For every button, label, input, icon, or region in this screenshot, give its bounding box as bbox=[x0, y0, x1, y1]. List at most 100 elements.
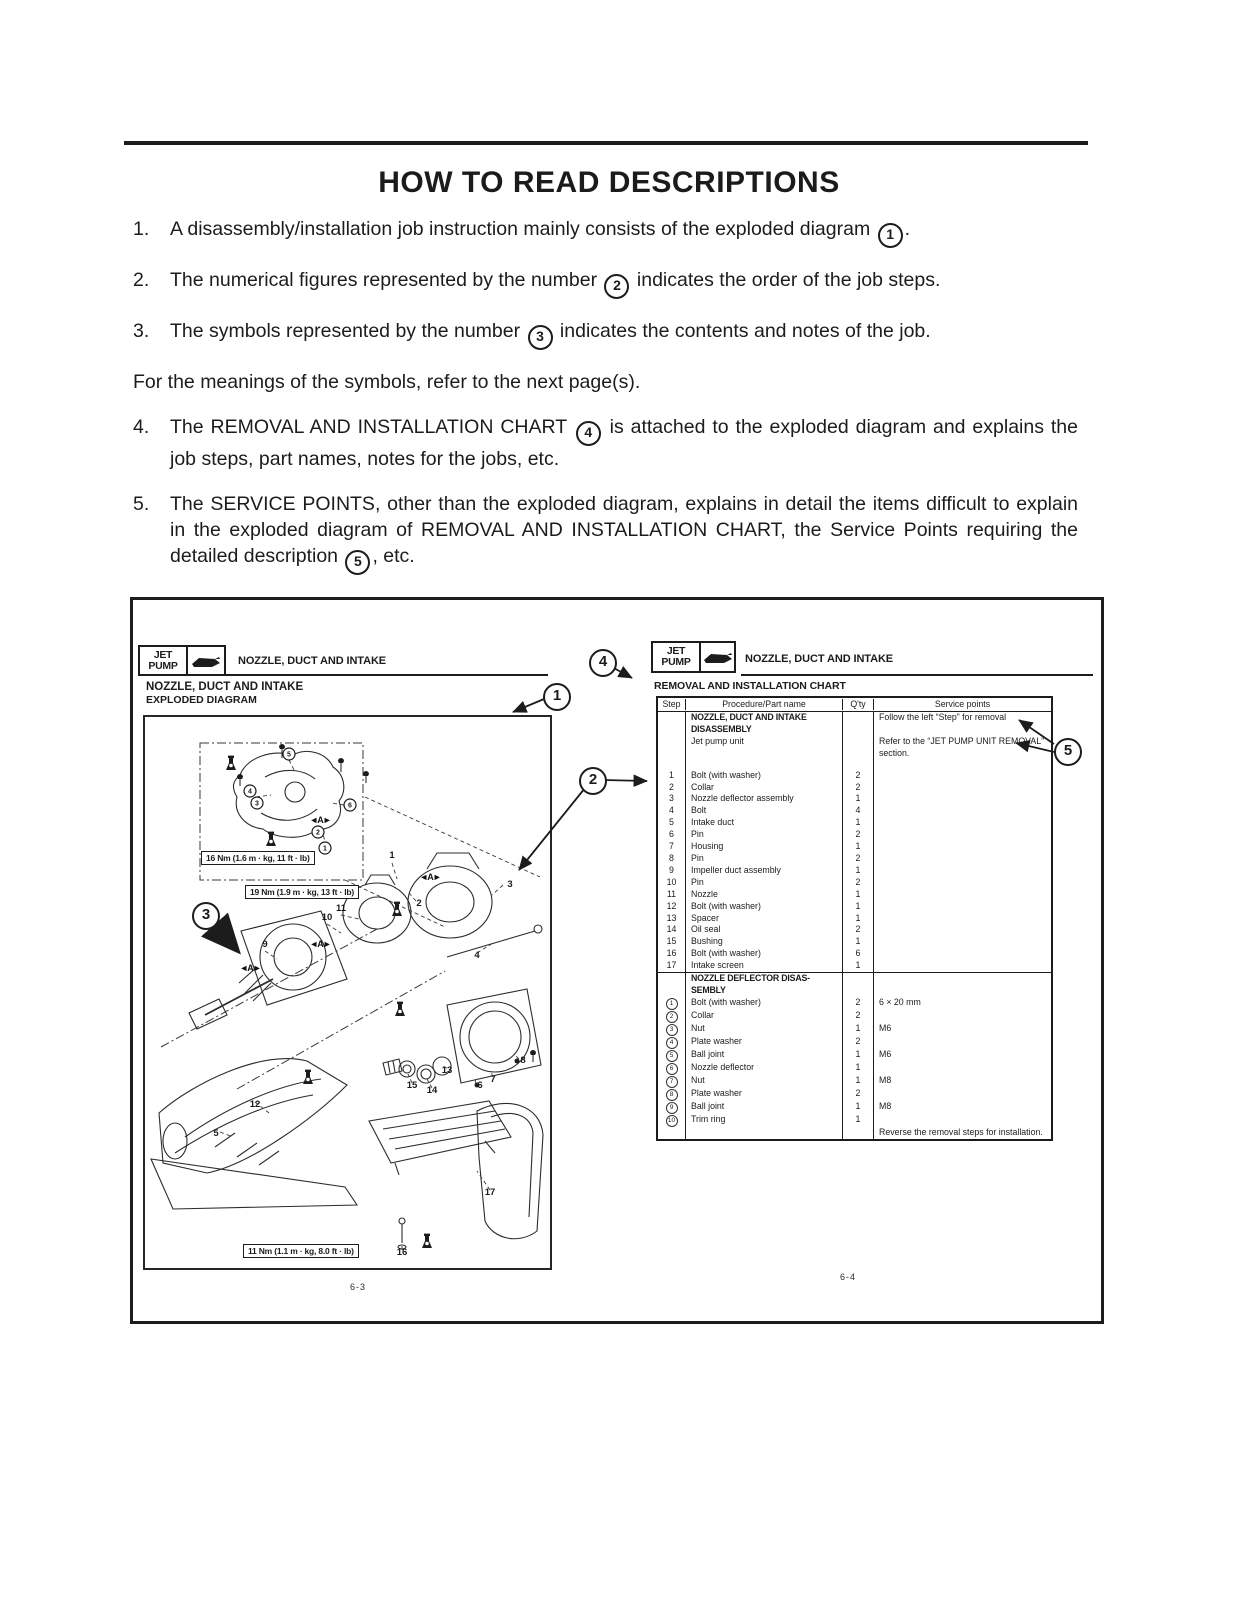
cell-step: 10 bbox=[658, 1113, 686, 1127]
cell-qty: 2 bbox=[843, 996, 874, 1010]
cell-service-points bbox=[874, 1036, 1051, 1049]
part-label-4: 4 bbox=[474, 950, 480, 961]
cell-step: 15 bbox=[658, 936, 686, 949]
right-page-number: 6-4 bbox=[839, 1272, 856, 1282]
cell-step: 7 bbox=[658, 841, 686, 853]
cell-service-points bbox=[874, 829, 1051, 841]
cell-part-name: Nozzle deflector bbox=[686, 1061, 843, 1075]
left-header-rule bbox=[221, 674, 548, 676]
cell-part-name: Plate washer bbox=[686, 1087, 843, 1101]
cell-qty bbox=[843, 973, 874, 997]
item-number: 5. bbox=[133, 493, 150, 515]
logo-line2: PUMP bbox=[148, 659, 178, 672]
chart-header-row: Step Procedure/Part name Q'ty Service po… bbox=[658, 698, 1051, 712]
bolt-glyph bbox=[237, 774, 243, 786]
cell-step: 7 bbox=[658, 1074, 686, 1088]
cell-qty: 2 bbox=[843, 769, 874, 782]
cell-step: 10 bbox=[658, 876, 686, 889]
item-number: 1. bbox=[133, 218, 150, 240]
cell-service-points bbox=[874, 901, 1051, 913]
cell-service-points bbox=[874, 841, 1051, 853]
item-number: 4. bbox=[133, 416, 150, 438]
top-rule bbox=[124, 141, 1088, 145]
chart-title: REMOVAL AND INSTALLATION CHART bbox=[654, 680, 846, 692]
cell-qty: 2 bbox=[843, 1087, 874, 1101]
adhesive-flask-icon bbox=[226, 755, 236, 770]
instruction-item: 3.The symbols represented by the number … bbox=[133, 318, 1078, 350]
instruction-item: 1.A disassembly/installation job instruc… bbox=[133, 216, 1078, 248]
cell-part-name: Collar bbox=[686, 1009, 843, 1023]
part-label-9: 9 bbox=[262, 939, 267, 950]
cell-part-name: Bolt (with washer) bbox=[686, 996, 843, 1010]
cell-service-points bbox=[874, 973, 1051, 997]
torque-spec: 19 Nm (1.9 m · kg, 13 ft · lb) bbox=[245, 885, 360, 899]
cell-part-name: Spacer bbox=[686, 912, 843, 925]
cell-part-name: Jet pump unit bbox=[686, 735, 843, 760]
page-title: HOW TO READ DESCRIPTIONS bbox=[378, 166, 840, 199]
circled-number-4: 4 bbox=[575, 421, 601, 446]
cell-service-points: M6 bbox=[879, 1022, 892, 1033]
cell-qty bbox=[843, 759, 874, 770]
jet-pump-icon bbox=[188, 647, 224, 674]
cell-step: 1 bbox=[658, 769, 686, 782]
cell-step: 5 bbox=[658, 1048, 686, 1062]
svg-text:2: 2 bbox=[316, 830, 320, 837]
figure-box: JET PUMP NOZZLE, DUCT AND INTAKE NOZZLE,… bbox=[130, 597, 1104, 1324]
cell-part-name bbox=[686, 1126, 843, 1139]
cell-part-name: Pin bbox=[686, 876, 843, 889]
svg-text:4: 4 bbox=[248, 789, 252, 796]
cell-step: 8 bbox=[658, 852, 686, 865]
svg-text:3: 3 bbox=[255, 801, 259, 808]
circled-number-5: 5 bbox=[345, 550, 371, 575]
cell-qty: 1 bbox=[843, 1113, 874, 1127]
cell-qty: 1 bbox=[843, 841, 874, 853]
circled-part-label-3: 3 bbox=[250, 796, 264, 810]
right-section-title: NOZZLE, DUCT AND INTAKE bbox=[745, 653, 894, 665]
cell-qty: 6 bbox=[843, 948, 874, 961]
logo-line1: JET bbox=[666, 645, 686, 657]
cell-service-points bbox=[874, 1062, 1051, 1075]
svg-text:5: 5 bbox=[287, 752, 291, 759]
torque-spec: 16 Nm (1.6 m · kg, 11 ft · lb) bbox=[201, 851, 315, 865]
cell-qty: 1 bbox=[843, 1048, 874, 1062]
cell-part-name: NOZZLE, DUCT AND INTAKE DISASSEMBLY bbox=[686, 712, 843, 736]
cell-part-name: Bolt (with washer) bbox=[686, 769, 843, 782]
cell-service-points bbox=[874, 1010, 1051, 1023]
svg-text:1: 1 bbox=[323, 846, 327, 853]
item-number: 3. bbox=[133, 320, 150, 342]
cell-qty: 1 bbox=[843, 936, 874, 949]
adhesive-flask-icon bbox=[266, 831, 276, 846]
jet-pump-logo-left: JET PUMP bbox=[138, 645, 226, 676]
cell-part-name: Ball joint bbox=[686, 1100, 843, 1114]
part-label-7: 7 bbox=[490, 1074, 495, 1085]
cell-service-points bbox=[874, 760, 1051, 770]
cell-service-points bbox=[874, 805, 1051, 817]
circled-part-label-5: 5 bbox=[282, 747, 296, 761]
callout-circle-1: 1 bbox=[543, 683, 571, 711]
cell-part-name: Intake duct bbox=[686, 817, 843, 830]
instruction-item: 5.The SERVICE POINTS, other than the exp… bbox=[133, 491, 1078, 575]
left-subtitle-1: NOZZLE, DUCT AND INTAKE bbox=[146, 681, 304, 693]
cell-step: 11 bbox=[658, 888, 686, 901]
cell-service-points bbox=[874, 770, 1051, 782]
cell-qty: 1 bbox=[843, 864, 874, 877]
bolt-glyph bbox=[530, 1050, 536, 1062]
col-qty: Q'ty bbox=[843, 698, 874, 711]
col-procedure: Procedure/Part name bbox=[686, 698, 843, 711]
logo-line1: JET bbox=[153, 648, 173, 661]
bolt-glyph bbox=[363, 771, 369, 783]
part-label-16: 16 bbox=[397, 1247, 408, 1258]
cell-qty bbox=[843, 712, 874, 736]
part-label-3: 3 bbox=[507, 879, 512, 890]
cell-qty: 2 bbox=[843, 924, 874, 937]
